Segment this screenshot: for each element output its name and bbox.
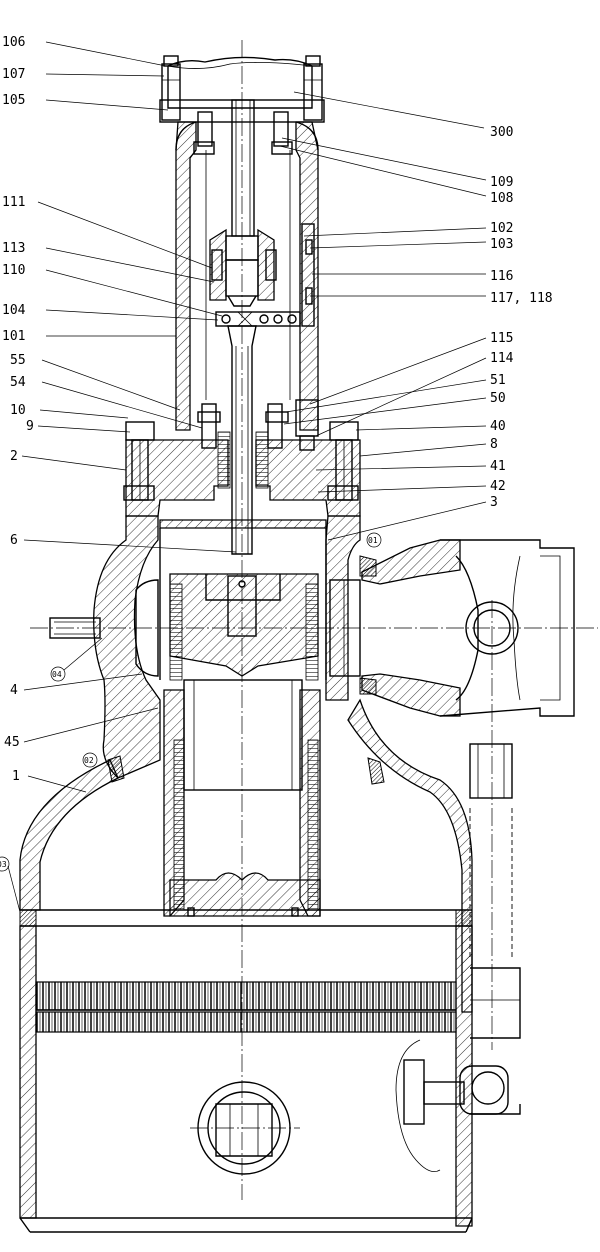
label-115: 115 xyxy=(490,331,513,346)
label-9: 9 xyxy=(26,419,34,434)
leader-lines xyxy=(21,41,487,793)
label-6: 6 xyxy=(10,533,18,548)
label-41: 41 xyxy=(490,459,506,474)
label-113: 113 xyxy=(2,241,25,256)
label-55: 55 xyxy=(10,353,26,368)
label-103: 103 xyxy=(490,237,513,252)
label-10: 10 xyxy=(10,403,26,418)
label-114: 114 xyxy=(490,351,514,366)
label-106: 106 xyxy=(2,35,25,50)
label-8: 8 xyxy=(490,437,498,452)
label-40: 40 xyxy=(490,419,506,434)
lower-cage xyxy=(163,679,321,917)
label-45: 45 xyxy=(4,735,20,750)
label-107: 107 xyxy=(2,67,25,82)
gear-rack xyxy=(35,967,521,1173)
label-51: 51 xyxy=(490,373,506,388)
weld-markers: 01 02 03 04 xyxy=(0,532,382,913)
part-labels-left: 106 107 105 111 113 110 104 101 55 54 10… xyxy=(2,35,34,784)
part-labels-right: 300 109 108 102 103 116 117, 118 115 114… xyxy=(490,125,553,510)
label-3: 3 xyxy=(490,495,498,510)
label-101: 101 xyxy=(2,329,25,344)
label-117-118: 117, 118 xyxy=(490,291,553,306)
outlet-nozzle xyxy=(359,539,575,960)
lower-port xyxy=(197,1081,291,1175)
label-110: 110 xyxy=(2,263,25,278)
label-108: 108 xyxy=(490,191,513,206)
label-102: 102 xyxy=(490,221,513,236)
label-1: 1 xyxy=(12,769,20,784)
label-116: 116 xyxy=(490,269,513,284)
yoke xyxy=(175,111,319,431)
valve-body-upper xyxy=(49,515,361,779)
weld-mark-01: 01 xyxy=(368,536,378,545)
weld-mark-04: 04 xyxy=(52,670,62,679)
label-109: 109 xyxy=(490,175,513,190)
valve-body-dome xyxy=(19,698,473,1233)
label-42: 42 xyxy=(490,479,506,494)
label-54: 54 xyxy=(10,375,26,390)
valve-stem xyxy=(209,99,315,555)
label-111: 111 xyxy=(2,195,25,210)
weld-mark-03: 03 xyxy=(0,860,7,869)
label-104: 104 xyxy=(2,303,26,318)
label-300: 300 xyxy=(490,125,513,140)
label-2: 2 xyxy=(10,449,18,464)
label-4: 4 xyxy=(10,683,18,698)
weld-mark-02: 02 xyxy=(84,756,94,765)
label-105: 105 xyxy=(2,93,25,108)
label-50: 50 xyxy=(490,391,506,406)
